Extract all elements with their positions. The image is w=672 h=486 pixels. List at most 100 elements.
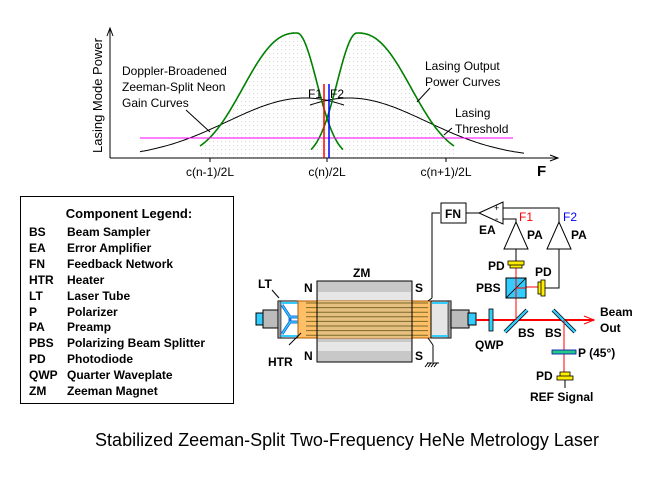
threshold-annotation-1: Lasing	[455, 106, 490, 120]
label-f1: F1	[519, 210, 533, 224]
pa1-to-ea-wire	[503, 218, 517, 222]
legend-abbr: ZM	[29, 384, 47, 399]
legend-name: Laser Tube	[67, 288, 131, 303]
legend-item: FN Feedback Network	[21, 257, 233, 273]
x-axis-arrow	[549, 154, 560, 162]
output-curve-fill	[311, 33, 454, 158]
legend-abbr: PA	[29, 320, 45, 335]
legend-abbr: HTR	[29, 272, 54, 287]
gain-annotation-1: Doppler-Broadened	[122, 64, 227, 78]
legend-name: Error Amplifier	[67, 240, 152, 255]
output-annotation-2: Power Curves	[425, 75, 500, 89]
legend-item: QWP Quarter Waveplate	[21, 368, 233, 384]
feedback-wire	[431, 212, 440, 298]
gain-annotation-2: Zeeman-Split Neon	[122, 80, 225, 94]
label-fn: FN	[445, 207, 461, 221]
legend-item: HTR Heater	[21, 273, 233, 289]
legend-item: PA Preamp	[21, 320, 233, 336]
pa2-to-ea-wire	[503, 207, 560, 222]
pd2-wire	[545, 249, 560, 289]
label-pa2: PA	[571, 228, 587, 242]
legend-abbr: PD	[29, 352, 46, 367]
y-axis-label: Lasing Mode Power	[90, 37, 105, 153]
laser-setup-diagram: ZM LT HTR N N S S QWP BS BS Beam Out PBS…	[255, 201, 633, 404]
ground-icon	[424, 362, 439, 368]
legend-item: PBS Polarizing Beam Splitter	[21, 336, 233, 352]
legend-name: Polarizer	[67, 304, 118, 319]
photodiode-2	[537, 279, 546, 297]
photodiode-1	[507, 260, 525, 269]
x-tick-label: c(n)/2L	[308, 165, 346, 179]
gain-curve	[309, 97, 525, 154]
marker-label-f1: F1	[308, 87, 322, 101]
figure-caption: Stabilized Zeeman-Split Two-Frequency He…	[95, 430, 599, 450]
output-curve-fill	[200, 33, 343, 158]
label-zm: ZM	[353, 266, 370, 280]
photodiode-3	[556, 371, 574, 381]
legend-title: Component Legend:	[65, 206, 193, 221]
label-n-top: N	[304, 281, 313, 295]
label-f2: F2	[563, 210, 577, 224]
output-power-curve	[310, 32, 455, 151]
label-beam-out-2: Out	[600, 321, 621, 335]
legend-name: Quarter Waveplate	[67, 368, 173, 383]
label-ea-minus: -	[495, 214, 498, 225]
output-leader	[416, 87, 431, 103]
label-ea-plus: +	[494, 203, 499, 213]
label-ref-signal: REF Signal	[530, 390, 593, 404]
label-n-bottom: N	[304, 349, 313, 363]
legend-name: Polarizing Beam Splitter	[67, 336, 206, 351]
label-ea: EA	[479, 223, 496, 237]
legend-item: P Polarizer	[21, 305, 233, 321]
output-power-curve	[199, 32, 344, 151]
gain-leader	[185, 109, 211, 133]
label-beam-out-1: Beam	[600, 305, 633, 319]
label-bs2: BS	[545, 326, 562, 340]
label-bs1: BS	[518, 326, 535, 340]
label-pbs: PBS	[476, 281, 501, 295]
legend-name: Preamp	[67, 320, 112, 335]
error-amplifier	[477, 201, 504, 225]
preamp-1	[503, 220, 529, 250]
legend-item: PD Photodiode	[21, 352, 233, 368]
y-axis-arrow	[106, 26, 114, 37]
threshold-leader	[443, 127, 453, 136]
x-tick-label: c(n+1)/2L	[420, 165, 471, 179]
label-pa1: PA	[527, 228, 543, 242]
polarizer-45	[551, 349, 577, 355]
gain-curve	[139, 97, 345, 153]
legend-abbr: P	[29, 304, 38, 319]
threshold-annotation-2: Threshold	[455, 122, 508, 136]
lt-right-output-window	[467, 312, 477, 326]
legend-abbr: BS	[29, 225, 46, 239]
label-pd3: PD	[536, 369, 553, 383]
x-axis-label: F	[537, 163, 546, 180]
legend-name: Feedback Network	[67, 256, 174, 271]
label-htr: HTR	[268, 355, 293, 369]
label-s-top: S	[415, 281, 423, 295]
preamp-2	[546, 220, 572, 250]
quarter-waveplate	[488, 308, 494, 332]
label-pd2: PD	[535, 265, 552, 279]
gain-annotation-3: Gain Curves	[122, 96, 189, 110]
legend-abbr: QWP	[29, 368, 58, 383]
legend-abbr: PBS	[29, 336, 54, 351]
legend-abbr: LT	[29, 288, 43, 303]
x-tick-label: c(n-1)/2L	[186, 165, 234, 179]
output-annotation-1: Lasing Output	[425, 59, 500, 73]
legend-name: Heater	[67, 272, 105, 287]
laser-tube-bore	[317, 301, 412, 338]
legend-abbr: FN	[29, 256, 45, 271]
legend-item: LT Laser Tube	[21, 289, 233, 305]
legend-name: Photodiode	[67, 352, 133, 367]
gain-curve-chart: c(n-1)/2L c(n)/2L c(n+1)/2L Lasing Mode Po…	[90, 26, 560, 180]
label-s-bottom: S	[415, 349, 423, 363]
beam-out-arrow	[583, 315, 596, 325]
label-lt: LT	[258, 277, 272, 291]
marker-label-f2: F2	[330, 87, 344, 101]
label-pd1: PD	[488, 259, 505, 273]
lt-right-mirror-mount	[450, 309, 470, 329]
